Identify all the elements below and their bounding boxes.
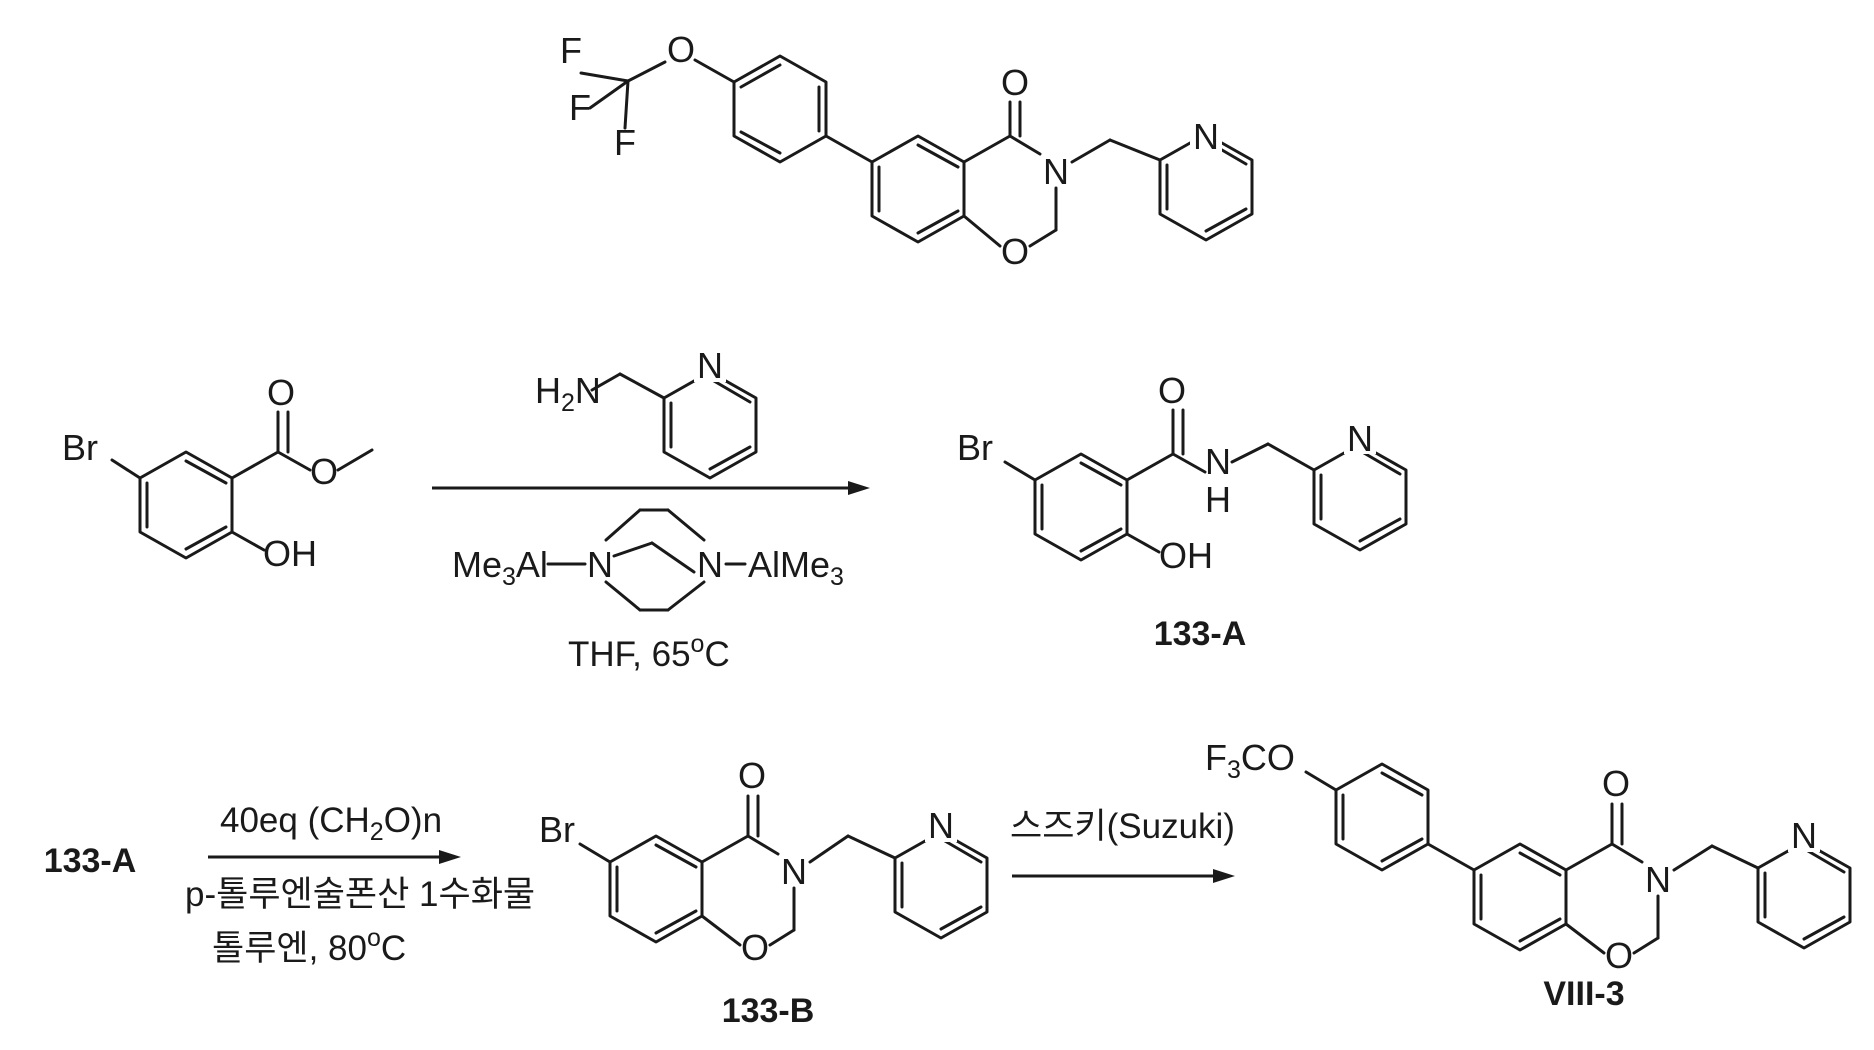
- product-133-a: N Br O N H OH: [957, 370, 1406, 576]
- atom-o-ester: O: [310, 451, 338, 492]
- reaction-arrow-3: [1012, 869, 1235, 883]
- starting-material: Br O O OH: [62, 372, 372, 574]
- atom-o-ring: O: [1605, 935, 1633, 976]
- atom-n-ring: N: [781, 851, 807, 892]
- compound-label: 133-A: [44, 842, 137, 880]
- reagent-dabal: Me3Al N N AlMe3: [452, 510, 844, 610]
- atom-n-amide: N: [1205, 441, 1231, 482]
- reaction-arrow-2: [208, 850, 461, 864]
- atom-br: Br: [957, 427, 993, 468]
- atom-o-ether: O: [667, 29, 695, 70]
- atom-o-ring: O: [741, 927, 769, 968]
- amine-label: H2N: [535, 370, 601, 417]
- atom-o-carbonyl: O: [1001, 62, 1029, 103]
- atom-oh: OH: [1159, 535, 1213, 576]
- atom-n: N: [697, 544, 723, 585]
- atom-n-pyridine: N: [1193, 116, 1219, 157]
- atom-n-pyridine: N: [1791, 815, 1817, 856]
- atom-o-carbonyl: O: [1158, 370, 1186, 411]
- atom-oh: OH: [263, 533, 317, 574]
- atom-br: Br: [539, 809, 575, 850]
- atom-n-pyridine: N: [928, 805, 954, 846]
- atom-n-pyridine: N: [1347, 418, 1373, 459]
- atom-n-pyridine: N: [697, 345, 723, 386]
- atom-h-amide: H: [1205, 479, 1231, 520]
- atom-o-carbonyl: O: [1602, 763, 1630, 804]
- compound-label: 133-B: [722, 992, 815, 1030]
- f3co-label: F3CO: [1205, 737, 1295, 784]
- atom-f: F: [614, 122, 636, 163]
- step2-conditions: 톨루엔, 80oC: [212, 924, 406, 968]
- atom-n-ring: N: [1645, 859, 1671, 900]
- atom-o-carbonyl: O: [267, 372, 295, 413]
- atom-o-ring: O: [1001, 231, 1029, 272]
- step3-reagent: 스즈키(Suzuki): [1010, 807, 1235, 846]
- product-viii-3: F3CO N O N O: [1205, 737, 1850, 976]
- dabal-right-label: AlMe3: [748, 544, 844, 591]
- compound-label: VIII-3: [1543, 975, 1624, 1013]
- step2-reagent: 40eq (CH2O)n: [220, 801, 442, 846]
- atom-o-carbonyl: O: [738, 755, 766, 796]
- reaction-arrow-1: [432, 481, 870, 495]
- atom-f: F: [569, 87, 591, 128]
- atom-br: Br: [62, 427, 98, 468]
- dabal-left-label: Me3Al: [452, 544, 548, 591]
- product-133-b: N Br O N O: [539, 755, 987, 968]
- step1-conditions: THF, 65oC: [568, 630, 730, 674]
- atom-n-ring: N: [1043, 151, 1069, 192]
- atom-f: F: [560, 30, 582, 71]
- step2-catalyst: p-톨루엔술폰산 1수화물: [185, 875, 535, 914]
- atom-n: N: [587, 544, 613, 585]
- reagent-aminomethylpyridine: N H2N: [535, 345, 756, 478]
- target-molecule: N F F F O O N O: [560, 29, 1252, 272]
- compound-label: 133-A: [1154, 615, 1247, 653]
